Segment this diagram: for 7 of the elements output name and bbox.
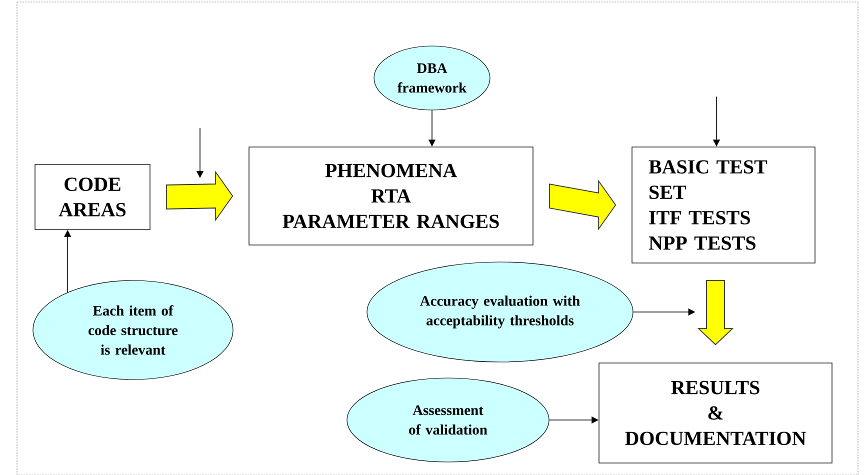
process-box: BASIC TEST SET ITF TESTS NPP TESTS: [632, 146, 816, 264]
block-arrow: [548, 180, 616, 230]
block-arrow: [697, 280, 734, 346]
process-box: RESULTS & DOCUMENTATION: [598, 362, 832, 464]
process-box: CODE AREAS: [34, 164, 150, 230]
process-box: PHENOMENA RTA PARAMETER RANGES: [248, 146, 534, 246]
block-arrow: [166, 170, 234, 222]
